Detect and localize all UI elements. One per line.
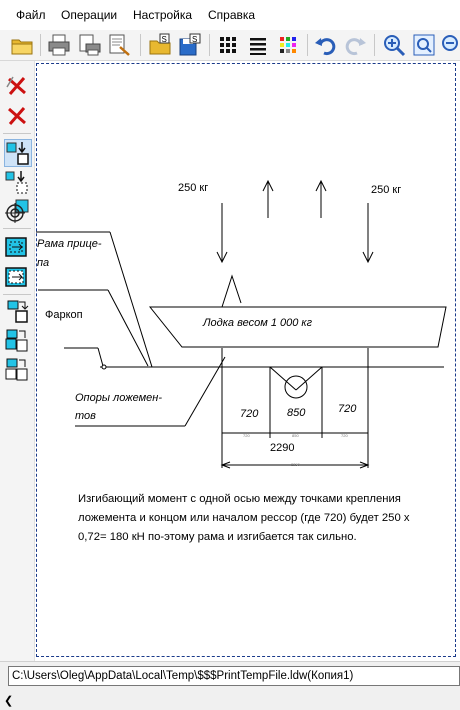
print-icon[interactable] [47,33,71,57]
stack-copy-icon[interactable] [4,328,30,354]
menu-operations[interactable]: Операции [61,8,118,22]
svg-text:720: 720 [341,433,348,438]
move-sheet-icon[interactable] [4,234,30,260]
save-icon[interactable]: S [178,33,202,57]
redo-icon[interactable] [343,33,367,57]
list-view-icon[interactable] [246,33,270,57]
left-toolbar [0,61,35,661]
zoom-in-icon[interactable] [382,33,406,57]
load-right-label: 250 кг [371,184,402,196]
main-toolbar: S S [0,30,460,61]
zoom-fit-icon[interactable] [412,33,436,57]
supports-label-line2: тов [75,410,96,422]
trailer-frame-label-line1: Рама прице- [37,238,102,250]
menu-help[interactable]: Справка [208,8,256,22]
open-folder-icon[interactable] [10,33,34,57]
print-setup-icon[interactable] [78,33,102,57]
print-page-border [36,63,456,657]
stack-order-icon[interactable] [4,357,30,383]
status-bar: C:\Users\Oleg\AppData\Local\Temp\$$$Prin… [0,661,460,692]
undo-icon[interactable] [314,33,338,57]
trailer-frame-label-line2: па [37,257,50,269]
horizontal-scrollbar[interactable]: ❮ [0,691,460,710]
color-palette-icon[interactable] [276,33,300,57]
load-left-label: 250 кг [178,182,209,194]
dimension-left: 720 [240,408,259,420]
open-doc-icon[interactable]: S [148,33,172,57]
stack-icon[interactable] [4,299,30,325]
select-frame-icon[interactable] [4,169,30,195]
delete-icon[interactable] [4,73,30,99]
dimension-right: 720 [338,403,357,415]
move-frame-icon[interactable] [4,264,30,290]
print-preview-icon[interactable] [108,33,132,57]
svg-text:850: 850 [292,433,299,438]
scroll-left-icon[interactable]: ❮ [4,695,14,707]
menu-settings[interactable]: Настройка [133,8,193,22]
dimension-center: 850 [287,407,306,419]
drawing-canvas[interactable] [35,61,460,661]
svg-text:S: S [162,35,167,44]
grid-view-icon[interactable] [216,33,240,57]
svg-text:S: S [192,35,197,44]
menu-file[interactable]: Файл [16,8,46,22]
towbar-label: Фаркоп [45,309,83,321]
boat-label: Лодка весом 1 000 кг [203,317,313,329]
dimension-total: 2290 [270,442,295,454]
target-icon[interactable] [4,198,30,224]
select-sheet-icon[interactable] [4,139,32,167]
explanation-note: Изгибающий момент с одной осью между точ… [78,493,410,543]
menu-bar: Файл Операции Настройка Справка [0,0,460,30]
delete-all-icon[interactable] [4,103,30,129]
supports-label-line1: Опоры ложемен- [75,392,163,404]
zoom-out-icon[interactable] [440,33,460,57]
file-path-field: C:\Users\Oleg\AppData\Local\Temp\$$$Prin… [8,666,460,686]
svg-text:720: 720 [243,433,250,438]
svg-text:2290: 2290 [291,462,301,467]
